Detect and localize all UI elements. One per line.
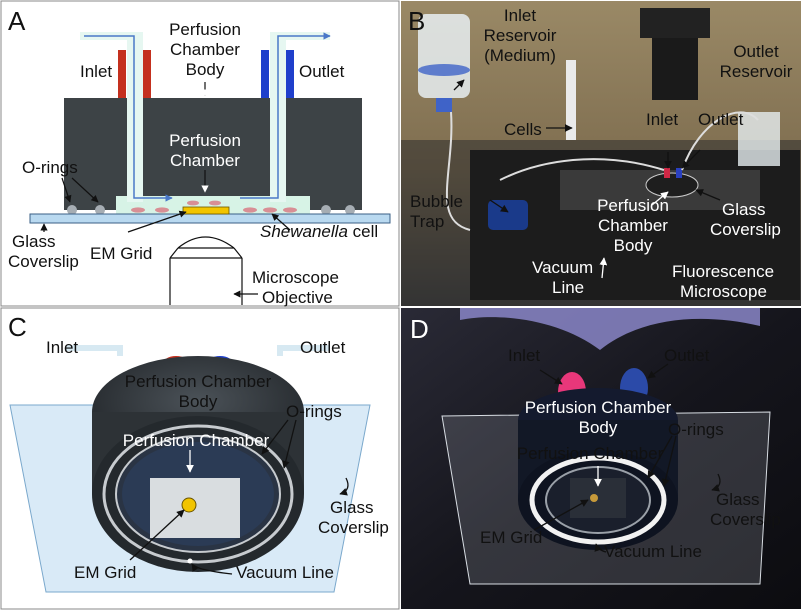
flow-arrow-icon — [84, 35, 173, 202]
outlet-label: Outlet — [664, 346, 710, 365]
objective-lens — [177, 236, 235, 249]
perfusion-label-3: Body — [613, 236, 653, 255]
outlet-reservoir-label-1: Outlet — [733, 42, 779, 61]
glass-label-1: Glass — [716, 490, 760, 509]
o-ring — [345, 205, 355, 215]
panel-b-photo-scene — [401, 8, 801, 306]
chamber-label-2: Chamber — [170, 151, 240, 170]
em-grid — [182, 206, 230, 215]
pointer-arrow-icon — [61, 177, 72, 203]
pointer-arrow-icon — [191, 563, 233, 575]
em-grid — [590, 494, 598, 502]
outlet-beaker — [738, 112, 780, 166]
body-label-2: Body — [578, 418, 618, 437]
pointer-arrow-icon — [127, 210, 187, 233]
microscope-label-2: Objective — [262, 288, 333, 307]
glass-label-1: Glass — [12, 232, 56, 251]
body-label-3: Body — [185, 60, 225, 79]
em-grid-label: EM Grid — [74, 563, 137, 582]
o-ring — [67, 205, 77, 215]
pointer-arrow-icon — [71, 177, 99, 203]
panel-c-3d-render — [9, 345, 371, 593]
chamber-label-1: Perfusion — [169, 131, 241, 150]
body-label-1: Perfusion — [169, 20, 241, 39]
orings-label: O-rings — [22, 158, 78, 177]
perfusion-label-2: Chamber — [598, 216, 668, 235]
inlet-label: Inlet — [646, 110, 679, 129]
vacuum-label-2: Line — [552, 278, 585, 297]
panel-d-letter: D — [410, 314, 429, 344]
glass-label-1: Glass — [330, 498, 374, 517]
panel-c-letter: C — [8, 312, 27, 342]
body-label-2: Body — [178, 392, 218, 411]
outlet-label: Outlet — [698, 110, 744, 129]
pointer-arrow-icon — [339, 477, 349, 496]
glass-label-2: Coverslip — [8, 252, 79, 271]
em-grid — [181, 497, 197, 513]
syringe — [566, 60, 576, 140]
o-ring-outer — [529, 455, 667, 545]
bubble-trap-label-2: Trap — [410, 212, 445, 231]
flow-arrow-icon — [240, 32, 331, 199]
perfusion-label-1: Perfusion — [597, 196, 669, 215]
outlet-label: Outlet — [299, 62, 345, 81]
pointer-arrow-icon — [261, 419, 289, 455]
orings-label: O-rings — [286, 402, 342, 421]
glass-label-1: Glass — [722, 200, 766, 219]
inlet-reservoir-bottle — [418, 14, 470, 98]
inlet-channel — [127, 32, 143, 202]
microscope-objective — [169, 257, 243, 305]
pointer-arrow-icon — [271, 213, 291, 231]
microscope-label-1: Microscope — [252, 268, 339, 287]
em-grid-label: EM Grid — [90, 244, 153, 263]
inlet-label: Inlet — [80, 62, 113, 81]
pointer-arrow-icon — [129, 509, 185, 561]
vacuum-label: Vacuum Line — [604, 542, 702, 561]
panel-a-schematic — [29, 32, 391, 305]
glass-label-2: Coverslip — [710, 220, 781, 239]
body-label-2: Chamber — [170, 40, 240, 59]
body-label-1: Perfusion Chamber — [524, 398, 672, 417]
chamber-body — [64, 98, 362, 210]
cells-label: Cells — [504, 120, 542, 139]
inlet-reservoir-label-2: Reservoir — [483, 26, 557, 45]
o-ring — [321, 205, 331, 215]
panel-b-letter: B — [408, 6, 426, 36]
inlet-label: Inlet — [46, 338, 79, 357]
fluor-label-1: Fluorescence — [672, 262, 775, 281]
orings-label: O-rings — [668, 420, 724, 439]
glass-label-2: Coverslip — [318, 518, 389, 537]
outlet-reservoir-label-2: Reservoir — [719, 62, 793, 81]
panel-d-photo-scene — [441, 308, 771, 585]
inlet-port-left — [118, 50, 126, 98]
vacuum-label-1: Vacuum — [532, 258, 594, 277]
fluor-label-2: Microscope — [680, 282, 767, 301]
o-ring-outer — [102, 424, 294, 564]
outlet-port-left — [261, 50, 269, 98]
glass-label-2: Coverslip — [710, 510, 781, 529]
panel-a-letter: A — [8, 6, 26, 36]
vacuum-port — [187, 558, 193, 564]
shewanella-cells — [131, 200, 297, 213]
inlet-label: Inlet — [508, 346, 541, 365]
bubble-trap-label-1: Bubble — [410, 192, 463, 211]
em-grid-label: EM Grid — [480, 528, 543, 547]
body-label-1: Perfusion Chamber — [124, 372, 272, 391]
vacuum-label: Vacuum Line — [236, 563, 334, 582]
inlet-port-right — [143, 50, 151, 98]
pointer-arrow-icon — [281, 419, 297, 469]
outlet-port-right — [286, 50, 294, 98]
inlet-reservoir-label-3: (Medium) — [484, 46, 556, 65]
o-ring — [95, 205, 105, 215]
outlet-label: Outlet — [300, 338, 346, 357]
chamber-label: Perfusion Chamber — [122, 431, 270, 450]
shewanella-label: Shewanella cell — [260, 222, 379, 241]
inlet-reservoir-label-1: Inlet — [503, 6, 537, 25]
chamber-label: Perfusion Chamber — [516, 444, 664, 463]
